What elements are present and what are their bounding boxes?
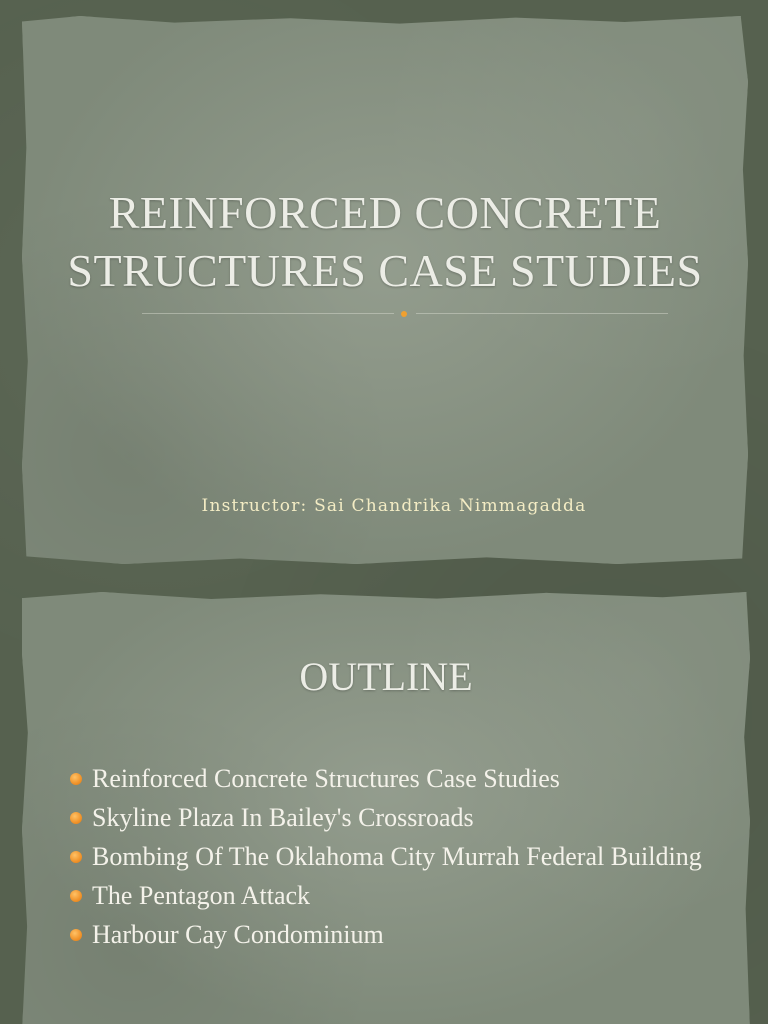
divider-line-right: [416, 313, 668, 314]
list-item-text: Harbour Cay Condominium: [92, 920, 384, 949]
list-item-text: Skyline Plaza In Bailey's Crossroads: [92, 803, 474, 832]
paper-background: OUTLINE Reinforced Concrete Structures C…: [22, 592, 750, 1024]
title-divider: [142, 311, 668, 317]
list-item: Skyline Plaza In Bailey's Crossroads: [68, 801, 708, 834]
list-item-text: Bombing Of The Oklahoma City Murrah Fede…: [92, 842, 702, 871]
bullet-icon: [70, 929, 82, 941]
list-item: Reinforced Concrete Structures Case Stud…: [68, 762, 708, 795]
bullet-icon: [70, 851, 82, 863]
list-item-text: The Pentagon Attack: [92, 881, 311, 910]
list-item: Harbour Cay Condominium: [68, 918, 708, 951]
title-slide: REINFORCED CONCRETE STRUCTURES CASE STUD…: [22, 16, 748, 564]
bullet-icon: [70, 812, 82, 824]
instructor-subtitle: Instructor: Sai Chandrika Nimmagadda: [201, 496, 587, 516]
divider-dot-icon: [401, 311, 407, 317]
outline-list: Reinforced Concrete Structures Case Stud…: [68, 762, 708, 957]
bullet-icon: [70, 773, 82, 785]
title-line-1: REINFORCED CONCRETE: [108, 187, 662, 238]
outline-slide: OUTLINE Reinforced Concrete Structures C…: [0, 578, 768, 1024]
divider-line-left: [142, 313, 394, 314]
slide-title: REINFORCED CONCRETE STRUCTURES CASE STUD…: [62, 184, 708, 300]
paper-background: REINFORCED CONCRETE STRUCTURES CASE STUD…: [22, 16, 748, 564]
title-line-2: STRUCTURES CASE STUDIES: [67, 245, 703, 296]
list-item: The Pentagon Attack: [68, 879, 708, 912]
outline-heading: OUTLINE: [299, 654, 473, 699]
list-item-text: Reinforced Concrete Structures Case Stud…: [92, 764, 560, 793]
bullet-icon: [70, 890, 82, 902]
list-item: Bombing Of The Oklahoma City Murrah Fede…: [68, 840, 708, 873]
